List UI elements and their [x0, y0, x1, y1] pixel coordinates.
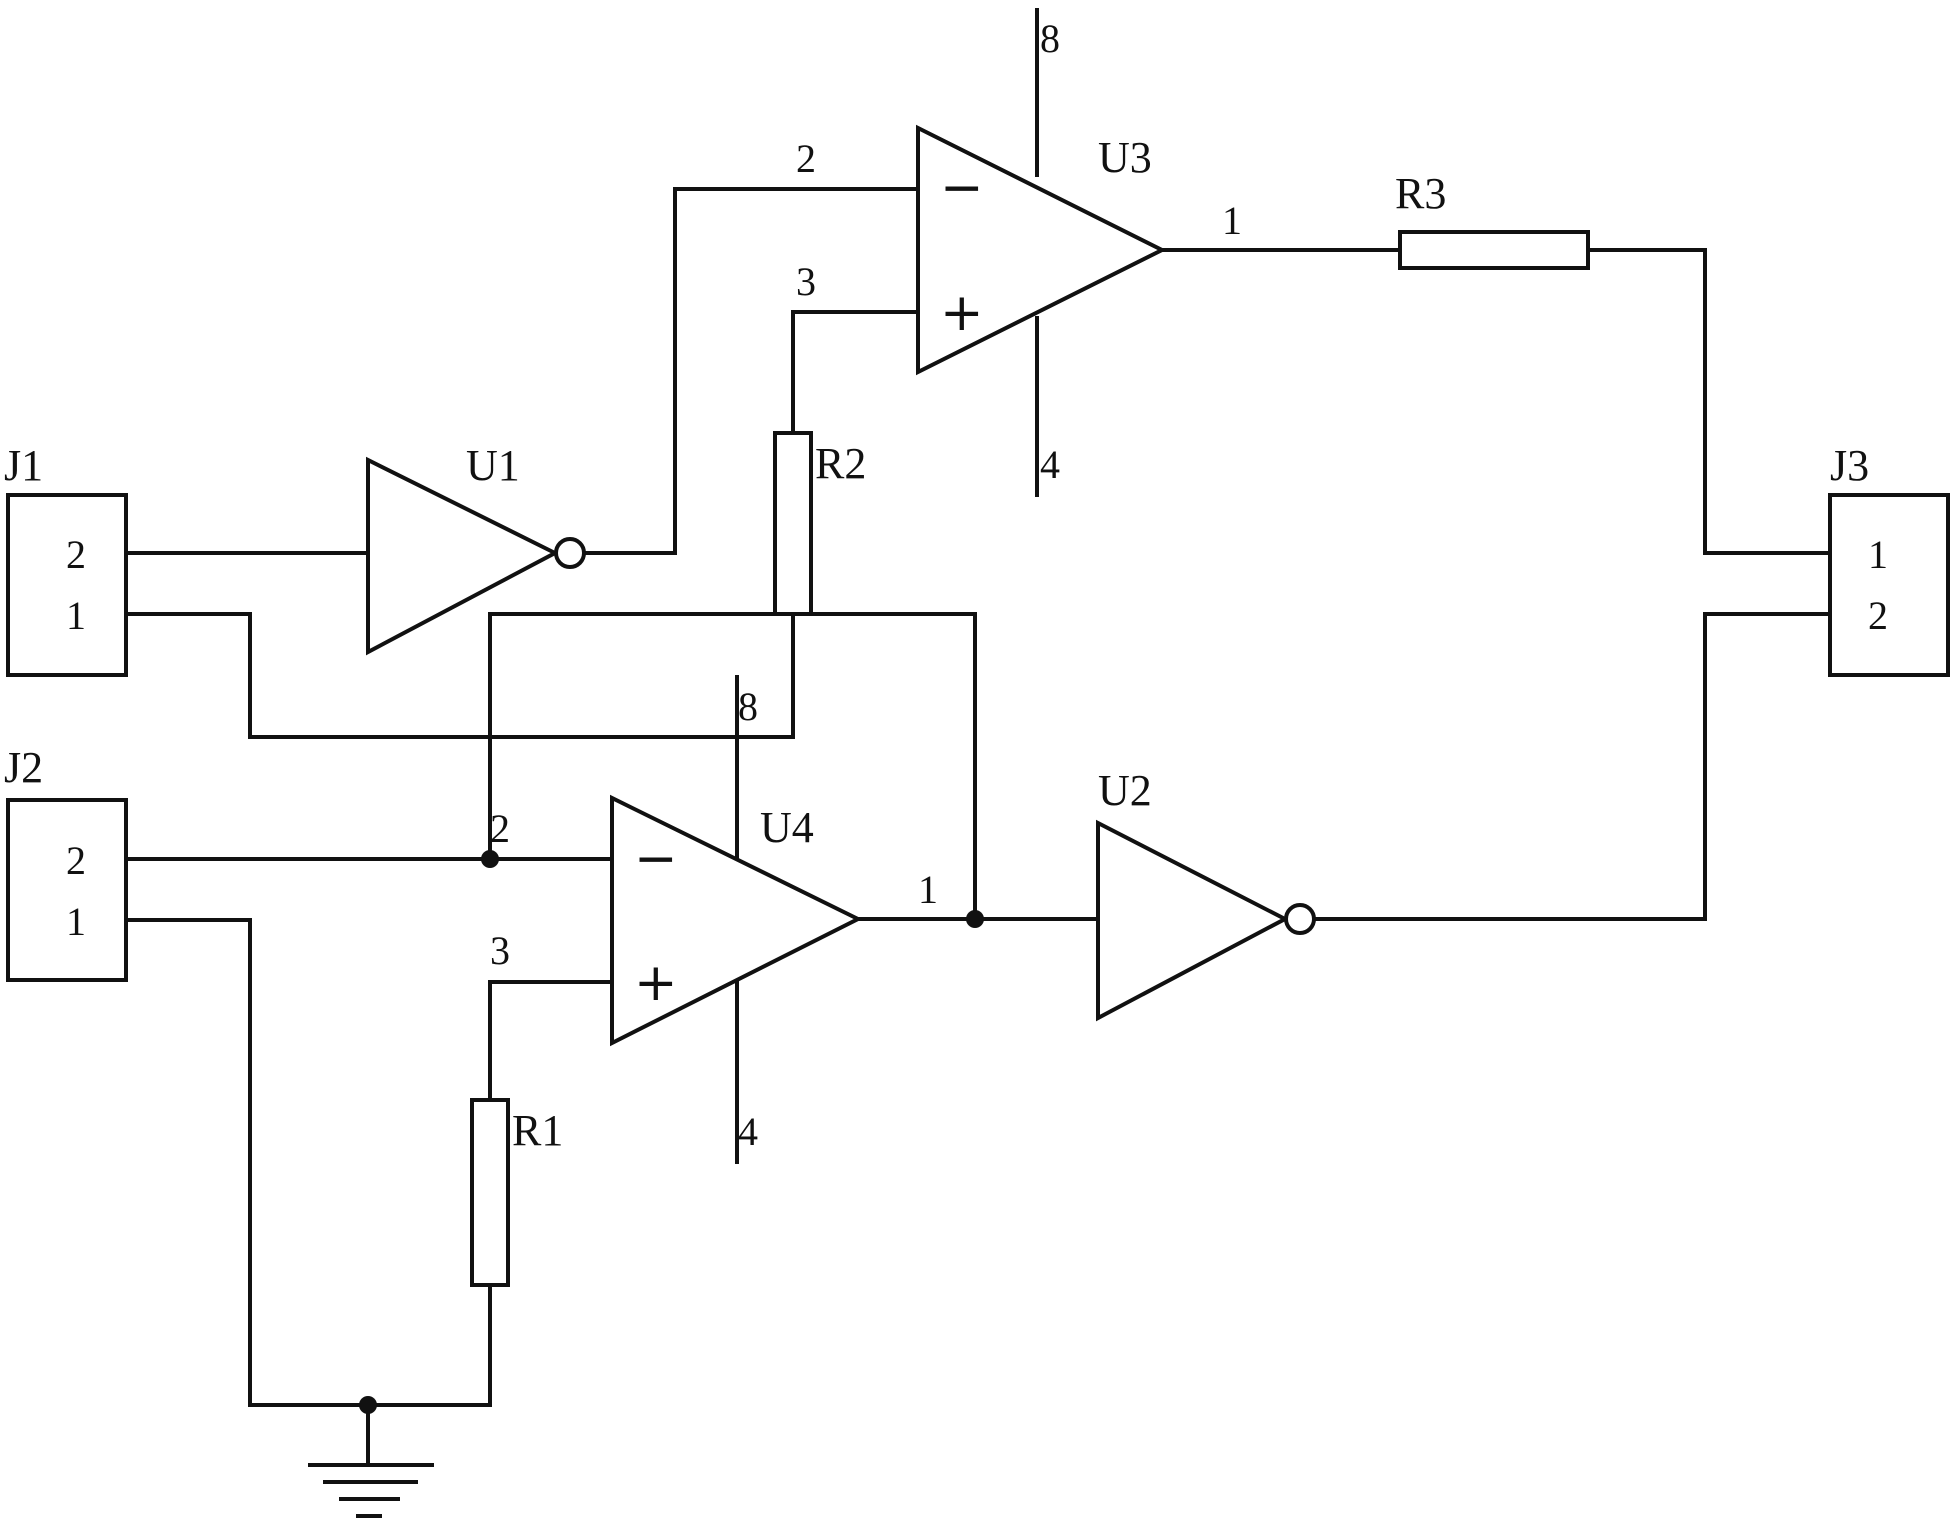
j1-pin-2: 2	[66, 532, 86, 577]
inverter-u1: U1	[366, 441, 586, 656]
resistor-r2: R2	[773, 431, 866, 616]
u3-pin-vminus: 4	[1040, 442, 1060, 487]
j3-pin-2: 2	[1868, 593, 1888, 638]
j2-pin-1: 1	[66, 899, 86, 944]
wires	[126, 8, 1832, 1467]
u1-label: U1	[466, 441, 520, 490]
u3-pin-inv: 2	[796, 136, 816, 181]
j1-pin-1: 1	[66, 593, 86, 638]
wire-r2-to-j1-1	[126, 612, 795, 739]
wire-j2-1-to-ground	[126, 918, 370, 1407]
r2-label: R2	[815, 439, 866, 488]
connector-j3: J3 1 2	[1828, 441, 1950, 677]
resistor-r1: R1	[470, 1098, 563, 1287]
wire-u1-to-u3-inv	[582, 187, 920, 555]
wire-u3-noninv-to-r2	[791, 310, 920, 435]
j3-label: J3	[1830, 441, 1869, 490]
u2-label: U2	[1098, 766, 1152, 815]
junction-ground	[359, 1396, 377, 1414]
u4-pin-out: 1	[918, 867, 938, 912]
j2-label: J2	[4, 743, 43, 792]
r3-label: R3	[1395, 169, 1446, 218]
u4-label: U4	[760, 803, 814, 852]
opamp-u4: − + U4 2 3 1 8 4	[490, 684, 938, 1154]
r1-label: R1	[512, 1106, 563, 1155]
ground-icon	[308, 1463, 434, 1518]
u3-pin-vplus: 8	[1040, 16, 1060, 61]
u4-pin-vminus: 4	[738, 1109, 758, 1154]
connector-j1: J1 2 1	[4, 441, 128, 677]
u3-label: U3	[1098, 133, 1152, 182]
u3-minus-sign: −	[940, 158, 984, 218]
wire-u4-noninv-to-r1	[488, 980, 614, 1102]
opamp-u3: − + U3 2 3 1 8 4	[796, 16, 1242, 487]
junction-u4-inv	[481, 850, 499, 868]
connector-j2: J2 2 1	[4, 743, 128, 982]
junction-u4-out	[966, 910, 984, 928]
u4-plus-sign: +	[634, 953, 678, 1013]
u4-pin-inv: 2	[490, 806, 510, 851]
resistor-r3: R3	[1395, 169, 1590, 270]
u3-plus-sign: +	[940, 283, 984, 343]
j1-label: J1	[4, 441, 43, 490]
u3-pin-noninv: 3	[796, 259, 816, 304]
wire-r1-to-ground	[366, 1283, 492, 1407]
wire-u4-feedback	[488, 612, 977, 921]
u4-pin-noninv: 3	[490, 928, 510, 973]
wire-r3-to-j3-1	[1586, 248, 1832, 555]
u4-pin-vplus: 8	[738, 684, 758, 729]
inverter-u2: U2	[1096, 766, 1316, 1022]
j2-pin-2: 2	[66, 838, 86, 883]
wire-u2-to-j3-2	[1313, 612, 1832, 921]
j3-pin-1: 1	[1868, 532, 1888, 577]
u3-pin-out: 1	[1222, 198, 1242, 243]
u4-minus-sign: −	[634, 829, 678, 889]
